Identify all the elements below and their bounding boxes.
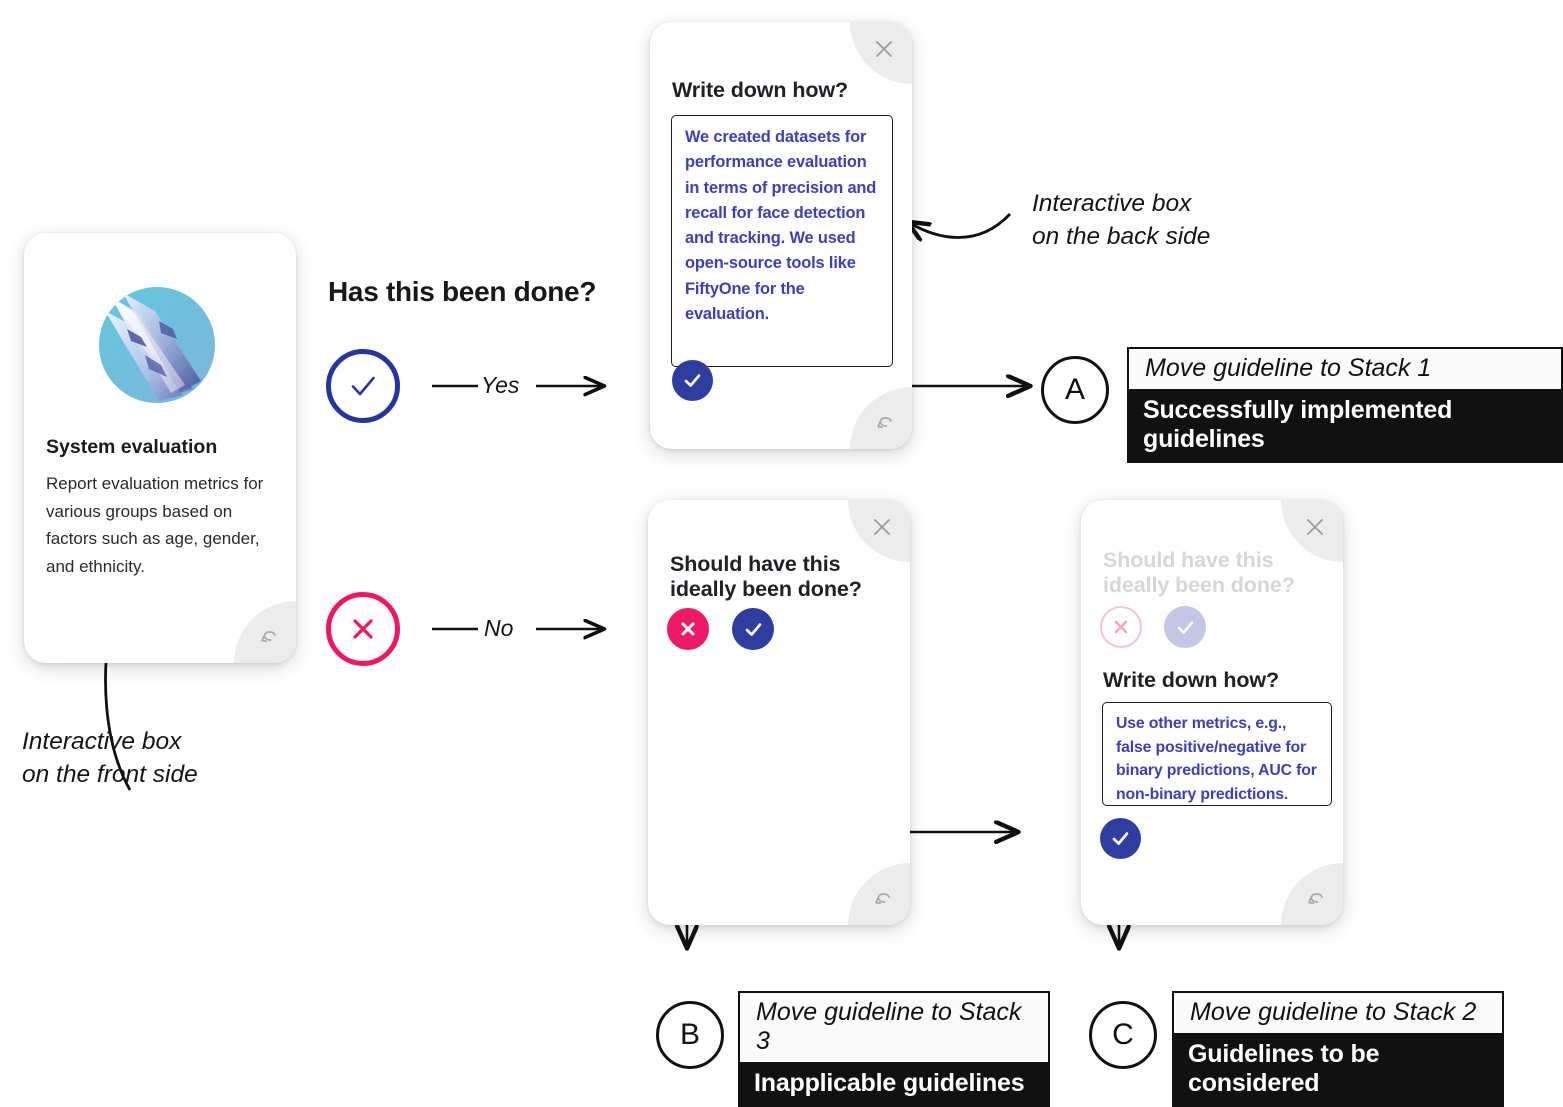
card-should-have-ideally[interactable]: Should have this ideally been done? [648, 500, 910, 925]
check-circle-filled-icon[interactable] [732, 608, 774, 650]
card-question: Should have this ideally been done? [670, 552, 862, 602]
decision-yes-button[interactable] [326, 349, 400, 423]
outcome-letter: B [679, 1018, 700, 1051]
outcome-stack: Successfully implemented guidelines [1127, 389, 1563, 463]
annotation-back-line2: on the back side [1032, 222, 1211, 250]
x-circle-outline-icon [353, 619, 373, 639]
decision-no-button[interactable] [326, 592, 400, 666]
outcome-action: Move guideline to Stack 3 [738, 991, 1050, 1062]
annotation-back-line1: Interactive box [1032, 190, 1192, 217]
note-input-box[interactable]: We created datasets for performance eval… [671, 115, 893, 367]
pencils-circle-logo [97, 285, 217, 405]
x-circle-outline-faded-icon[interactable] [1100, 606, 1142, 648]
undo-icon[interactable] [234, 601, 296, 663]
outcome-node-a: A [1041, 356, 1109, 424]
annotation-front-line2: on the front side [22, 760, 198, 788]
outcome-stack: Guidelines to be considered [1172, 1033, 1504, 1107]
outcome-node-b: B [656, 1001, 724, 1069]
annotation-front-line1: Interactive box [22, 728, 182, 755]
undo-icon[interactable] [848, 863, 910, 925]
check-circle-filled-icon[interactable] [672, 360, 713, 401]
card-question: Write down how? [1103, 668, 1280, 692]
check-circle-filled-icon[interactable] [1100, 818, 1141, 859]
outcome-letter: A [1064, 373, 1085, 406]
branch-label-yes: Yes [481, 372, 520, 398]
close-icon[interactable] [850, 22, 912, 84]
check-circle-outline-icon [351, 376, 375, 396]
front-card-body: Report evaluation metrics for various gr… [46, 474, 264, 576]
flow-diagram: System evaluation Report evaluation metr… [22, 22, 1563, 1107]
outcome-callout-c: Move guideline to Stack 2 Guidelines to … [1172, 991, 1504, 1107]
outcome-callout-b: Move guideline to Stack 3 Inapplicable g… [738, 991, 1050, 1107]
outcome-action: Move guideline to Stack 2 [1172, 991, 1504, 1033]
undo-icon[interactable] [850, 387, 912, 449]
guideline-card-front[interactable]: System evaluation Report evaluation metr… [24, 233, 296, 663]
outcome-node-c: C [1089, 1001, 1157, 1069]
outcome-stack: Inapplicable guidelines [738, 1062, 1050, 1107]
note-input-text: We created datasets for performance eval… [685, 128, 877, 323]
card-followup-write-down-how[interactable]: Should have this ideally been done? Writ… [1081, 500, 1343, 925]
outcome-callout-a: Move guideline to Stack 1 Successfully i… [1127, 347, 1563, 463]
annotation-front-side: Interactive box on the front side [22, 726, 198, 791]
decision-question: Has this been done? [328, 276, 597, 307]
card-question: Write down how? [672, 78, 849, 102]
check-circle-filled-faded-icon[interactable] [1164, 606, 1206, 648]
note-input-text: Use other metrics, e.g., false positive/… [1116, 715, 1317, 804]
outcome-letter: C [1112, 1018, 1134, 1051]
outcome-action: Move guideline to Stack 1 [1127, 347, 1563, 389]
card-write-down-how-back[interactable]: Write down how? We created datasets for … [650, 22, 912, 449]
front-card-title: System evaluation [46, 436, 218, 458]
note-input-box[interactable]: Use other metrics, e.g., false positive/… [1102, 702, 1332, 806]
branch-label-no: No [484, 615, 514, 641]
undo-icon[interactable] [1281, 863, 1343, 925]
x-circle-filled-icon[interactable] [667, 608, 709, 650]
card-faded-question: Should have this ideally been done? [1103, 548, 1295, 598]
annotation-back-side: Interactive box on the back side [1032, 188, 1210, 253]
